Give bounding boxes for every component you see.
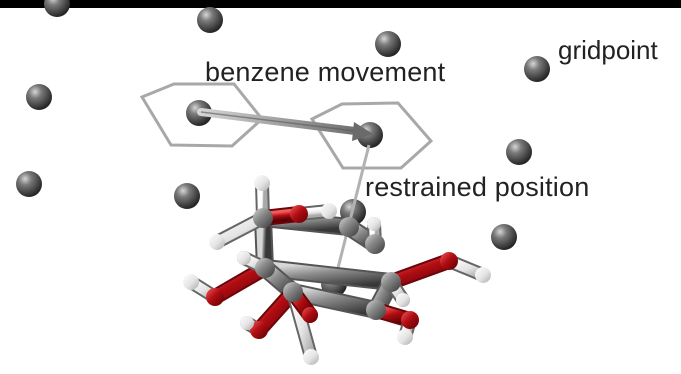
gridpoint-left-upper <box>26 84 52 110</box>
gridpoint-group <box>16 0 550 297</box>
oxygen-atom-top-left <box>290 205 308 223</box>
carbon-atom-front-right <box>366 300 386 320</box>
bond-ring-middle-highlight <box>258 261 398 289</box>
carbon-atom-front-left <box>283 282 303 302</box>
top-border <box>0 0 681 8</box>
hydrogen-atom-top-left-right <box>321 203 337 219</box>
benzene-ring-end <box>309 101 434 170</box>
oxygen-atom-front-left <box>250 321 268 339</box>
gridpoint-top-center-left <box>197 7 223 33</box>
oxygen-atom-right-top <box>440 252 458 270</box>
carbon-atom-top-right <box>339 217 359 237</box>
oxygen-atom-front-mid <box>302 307 318 323</box>
carbon-atom-right-upper <box>365 234 385 254</box>
hydrogen-atom-left-hydroxyl <box>183 274 199 290</box>
gridpoint-left-lower <box>16 171 42 197</box>
hydrogen-atom-right-lower <box>396 293 410 307</box>
restraint-line <box>333 144 371 281</box>
hydrogen-atom-right-hydroxyl <box>475 267 491 283</box>
bond-c-o-right-top-highlight <box>385 255 455 288</box>
sugar-molecule <box>183 175 491 365</box>
oxygen-atom-right-bottom <box>401 311 419 329</box>
carbon-atom-top-left <box>253 208 273 228</box>
hydrogen-atom-front-bottom <box>303 349 319 365</box>
gridpoint-gridpoint-label-anchor <box>524 56 550 82</box>
gridpoint-right-lower <box>491 224 517 250</box>
hydrogen-atom-left-side <box>209 234 225 250</box>
hydrogen-atom-front-left <box>240 316 254 330</box>
hydrogen-atom-right-bottom <box>397 329 413 345</box>
hydrogen-atom-lower-left <box>237 251 251 265</box>
carbon-atom-mid-right <box>381 272 401 292</box>
gridpoint-top-center <box>375 31 401 57</box>
benzene-movement-arrow <box>197 108 373 141</box>
gridpoint-right-upper <box>506 139 532 165</box>
bond-ring-front-highlight <box>286 285 383 317</box>
gridpoint-top-left <box>44 0 70 17</box>
hydrogen-atom-right-top <box>367 217 381 231</box>
hydrogen-atom-top-left-up <box>254 175 270 191</box>
gridpoint-middle-left <box>174 183 200 209</box>
carbon-atom-mid-left <box>255 258 275 278</box>
oxygen-atom-left <box>206 288 224 306</box>
